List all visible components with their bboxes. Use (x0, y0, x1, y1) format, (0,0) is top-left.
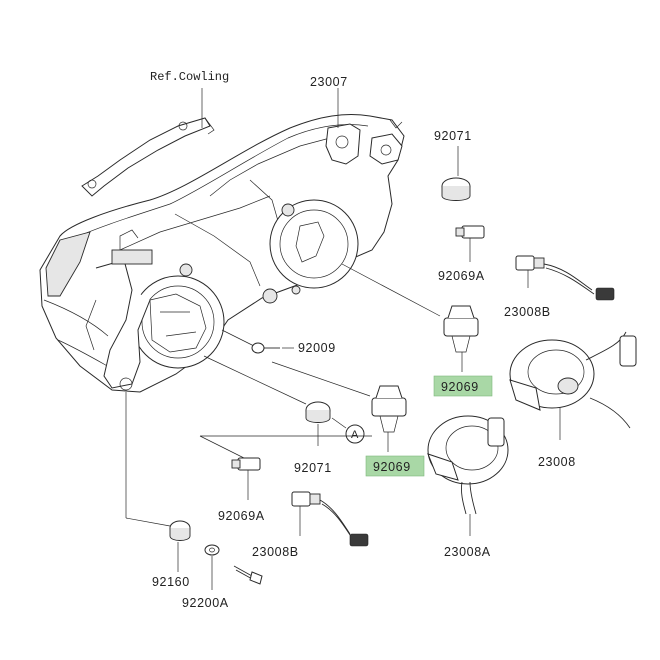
bulb-92069-upper (341, 263, 479, 372)
grommet-92071-mid (203, 355, 331, 446)
screw-92009 (221, 329, 294, 354)
socket-23008b-right (515, 255, 615, 301)
grommet-92160 (125, 392, 191, 572)
label-92071-top: 92071 (434, 129, 472, 143)
left-adjuster-bracket (85, 229, 153, 391)
label-92071-mid: 92071 (294, 461, 332, 475)
upper-lamp-socket (179, 199, 359, 328)
label-23007: 23007 (310, 75, 348, 89)
label-ref-cowling: Ref.Cowling (150, 70, 229, 84)
cowling-bracket (81, 117, 215, 197)
cap-23008 (509, 331, 637, 440)
socket-23008b-lower (291, 491, 369, 547)
highlight-92069-lower (365, 455, 425, 477)
label-23008a: 23008A (444, 545, 491, 559)
label-23008: 23008 (538, 455, 576, 469)
highlight-92069-upper (433, 375, 493, 397)
label-a: A (351, 429, 359, 441)
label-92069-upper: 92069 (441, 380, 479, 394)
callout-a (331, 417, 365, 444)
bulb-92069-lower (271, 361, 407, 452)
label-92069a-top: 92069A (438, 269, 485, 283)
grommet-92071-top (441, 146, 471, 201)
cap-23008a (427, 415, 509, 536)
label-92160: 92160 (152, 575, 190, 589)
label-23008b-right: 23008B (504, 305, 551, 319)
pilot-bulb-92069a-top (455, 225, 485, 262)
label-92200a: 92200A (182, 596, 229, 610)
label-92069-lower: 92069 (373, 460, 411, 474)
lower-lamp-socket (131, 275, 225, 369)
bolt (233, 565, 263, 585)
label-23008b-lower: 23008B (252, 545, 299, 559)
label-92069a-lower: 92069A (218, 509, 265, 523)
label-92009: 92009 (298, 341, 336, 355)
pilot-bulb-92069a-lower (199, 435, 372, 500)
washer-92200a (204, 544, 220, 590)
